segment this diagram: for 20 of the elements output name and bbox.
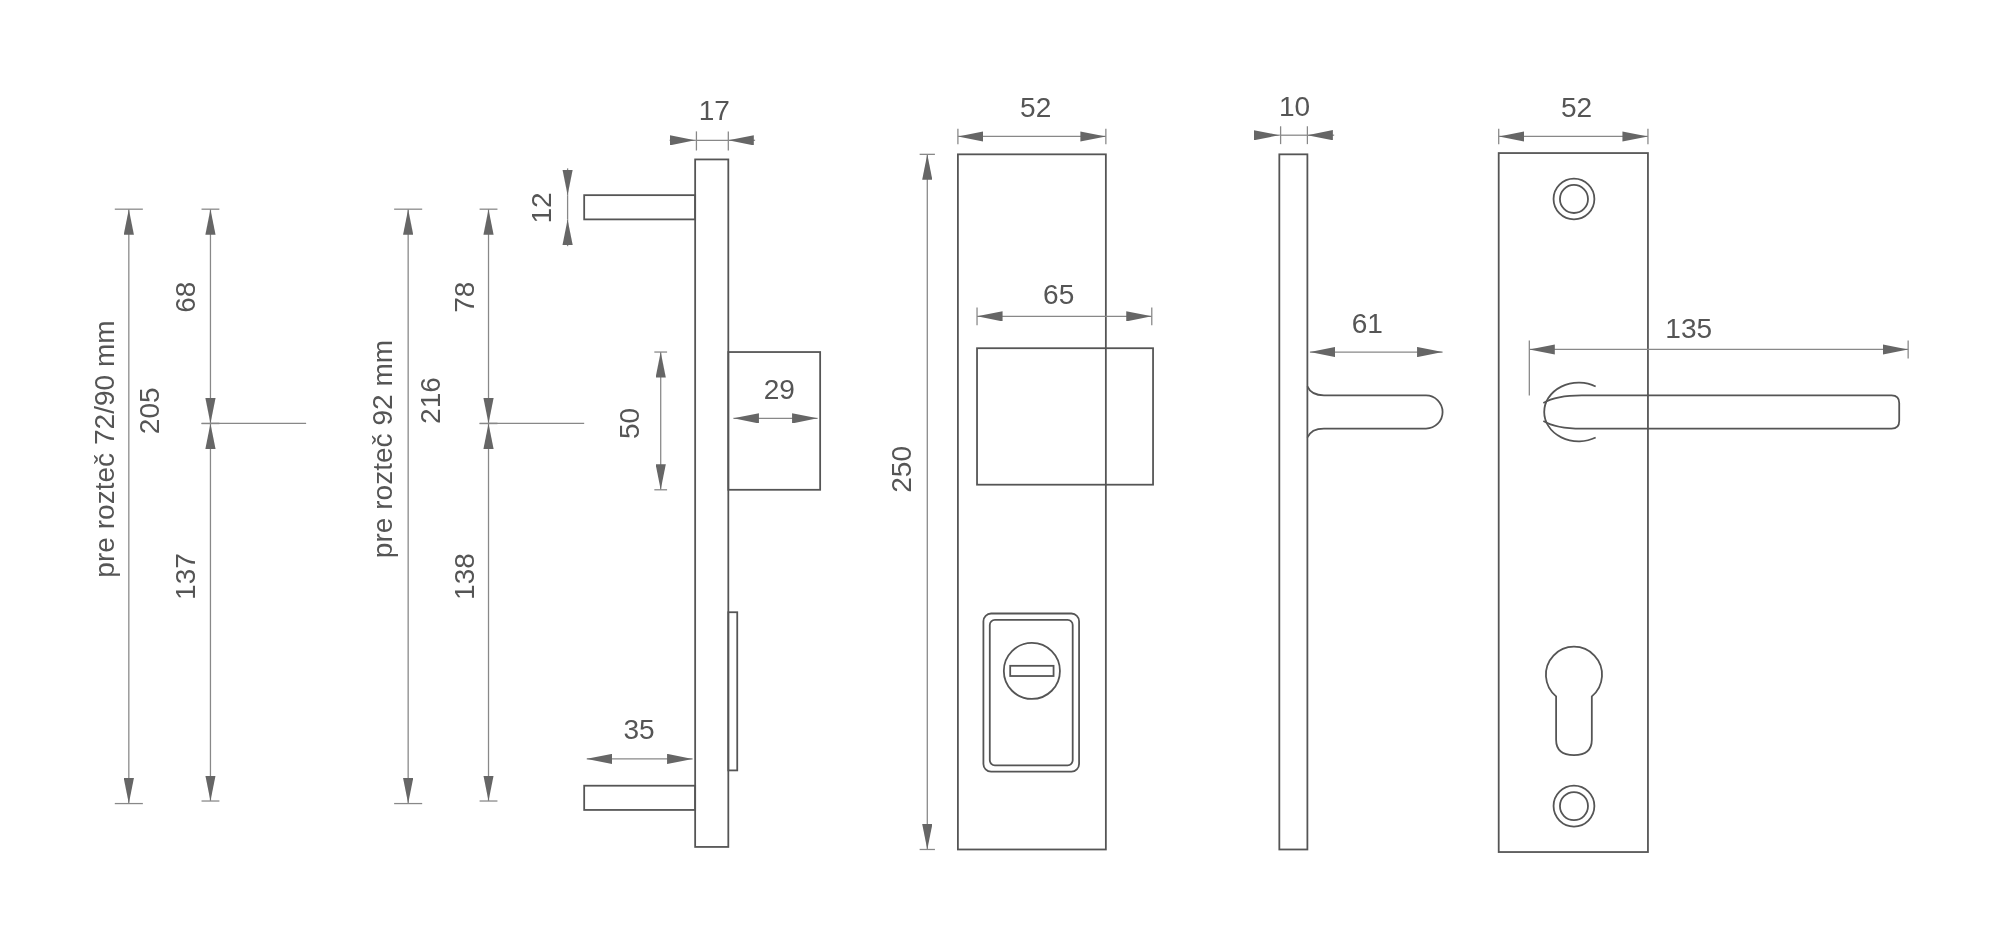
- dimension-value: 78: [451, 281, 480, 313]
- dimension-value: 17: [698, 96, 730, 125]
- dimension-value: 10: [1279, 93, 1311, 122]
- dimension-value: 50: [616, 407, 645, 440]
- dimension-value: 137: [172, 553, 201, 600]
- spacing-note: pre rozteč 72/90 mm: [90, 320, 119, 578]
- dimension-value: 65: [1043, 280, 1075, 309]
- dimension-value: 250: [887, 445, 916, 493]
- dimension-value: 52: [1560, 94, 1593, 123]
- dimension-value: 35: [623, 715, 655, 744]
- dimension-value: 68: [172, 281, 201, 313]
- dimension-value: 205: [136, 387, 165, 435]
- dimension-value: 216: [417, 377, 446, 424]
- dimension-value: 61: [1351, 309, 1383, 338]
- dimension-value: 29: [763, 376, 795, 405]
- dimension-value: 138: [451, 553, 480, 600]
- spacing-note: pre rozteč 92 mm: [368, 339, 397, 559]
- dimension-value: 52: [1020, 94, 1052, 123]
- dimension-value: 12: [528, 192, 557, 224]
- dimension-value: 135: [1665, 315, 1713, 344]
